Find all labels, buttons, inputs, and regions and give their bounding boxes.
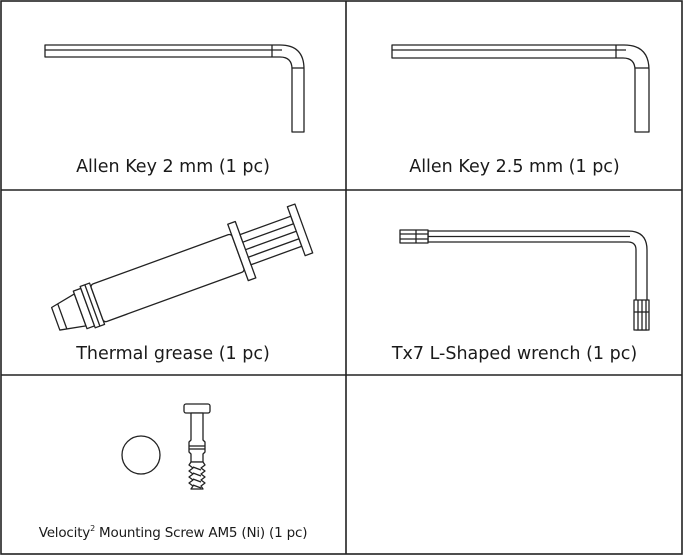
allen-key-icon	[391, 44, 650, 133]
mounting-screw-icon	[121, 403, 211, 490]
label-velocity: Velocity	[38, 525, 91, 541]
syringe-icon	[50, 203, 314, 331]
washer-icon	[121, 435, 161, 475]
label-superscript: 2	[90, 524, 95, 533]
item-label-mounting-screw: Velocity2 Mounting Screw AM5 (Ni) (1 pc)	[0, 525, 346, 541]
torx-wrench-icon	[399, 229, 650, 331]
item-label-thermal-grease: Thermal grease (1 pc)	[76, 344, 270, 364]
item-label-tx7-wrench: Tx7 L-Shaped wrench (1 pc)	[391, 344, 638, 364]
label-mounting-screw-rest: Mounting Screw AM5 (Ni) (1 pc)	[94, 525, 308, 541]
item-label-allen-key-2mm: Allen Key 2 mm (1 pc)	[76, 157, 270, 177]
item-label-allen-key-2-5mm: Allen Key 2.5 mm (1 pc)	[409, 157, 620, 177]
allen-key-icon	[44, 44, 305, 133]
